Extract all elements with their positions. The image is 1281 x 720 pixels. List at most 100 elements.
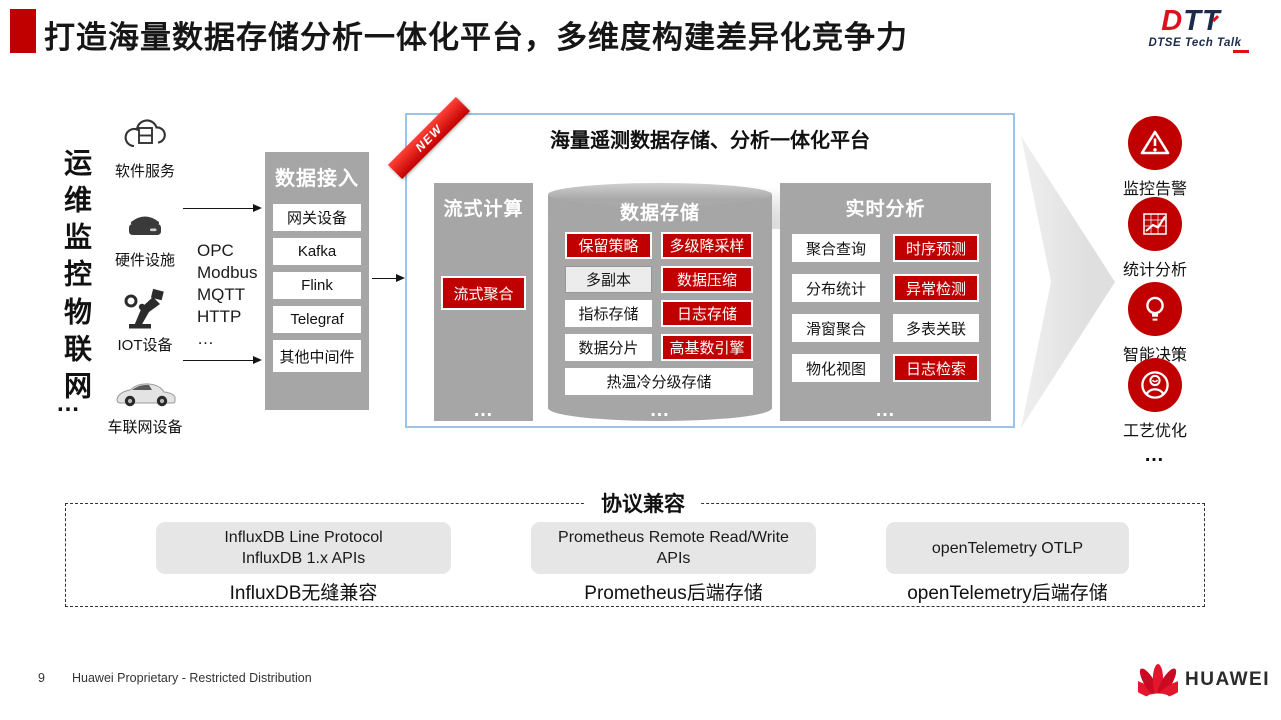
page-title: 打造海量数据存储分析一体化平台，多维度构建差异化竞争力: [44, 20, 908, 55]
analysis-panel: 实时分析 聚合查询 时序预测 分布统计 异常检测 滑窗聚合 多表关联 物化视图 …: [780, 183, 991, 421]
streaming-panel-title: 流式计算: [443, 199, 524, 220]
compatibility-title: 协议兼容: [585, 488, 701, 518]
capability-tag: 热温冷分级存储: [565, 368, 753, 395]
protocol-line: Prometheus Remote Read/Write: [558, 529, 789, 546]
compatibility-card-influxdb: InfluxDB Line Protocol InfluxDB 1.x APIs: [156, 522, 451, 574]
compatibility-card-opentelemetry: openTelemetry OTLP: [886, 522, 1129, 574]
huawei-wordmark: HUAWEI: [1185, 669, 1270, 690]
streaming-more: …: [473, 399, 494, 421]
dtt-logo-subtitle: DTSE Tech Talk: [1148, 37, 1242, 49]
source-item-label: IOT设备: [117, 337, 173, 354]
ingest-panel-title: 数据接入: [275, 168, 359, 190]
capability-tag: 高基数引擎: [661, 334, 753, 361]
protocol-item: …: [197, 329, 214, 348]
capability-tag: 日志检索: [893, 354, 979, 382]
compatibility-caption: Prometheus后端存储: [584, 583, 763, 604]
output-item-label: 统计分析: [1122, 262, 1187, 279]
source-item-car: 车联网设备: [95, 370, 195, 437]
compatibility-caption: InfluxDB无缝兼容: [229, 583, 378, 604]
output-item-process: 工艺优化: [1110, 358, 1200, 441]
source-group-iot-label: 物联网: [61, 297, 92, 408]
storage-more: …: [649, 399, 671, 421]
ingest-panel: 数据接入 网关设备 Kafka Flink Telegraf 其他中间件: [265, 152, 369, 410]
dtt-logo-d: D: [1161, 5, 1184, 37]
source-item-label: 硬件设施: [114, 252, 175, 269]
dtt-logo-text: DTT: [1135, 6, 1255, 36]
output-item-decision: 智能决策: [1110, 282, 1200, 365]
storage-panel-title: 数据存储: [619, 203, 700, 224]
ingest-item: Telegraf: [273, 306, 361, 333]
analysis-capability-grid: 聚合查询 时序预测 分布统计 异常检测 滑窗聚合 多表关联 物化视图 日志检索: [792, 234, 991, 382]
ingest-item: Flink: [273, 272, 361, 299]
ingest-items: 网关设备 Kafka Flink Telegraf 其他中间件: [265, 204, 369, 372]
protocol-line: APIs: [656, 550, 691, 567]
capability-tag: 多级降采样: [661, 232, 753, 259]
dtt-logo: DTT DTSE Tech Talk: [1135, 6, 1255, 53]
ingest-item: Kafka: [273, 238, 361, 265]
source-item-label: 软件服务: [114, 163, 175, 180]
footer-note: Huawei Proprietary - Restricted Distribu…: [72, 671, 312, 685]
compatibility-section: 协议兼容 InfluxDB Line Protocol InfluxDB 1.x…: [65, 488, 1205, 607]
protocol-item: HTTP: [197, 307, 242, 326]
source-item-label: 车联网设备: [107, 419, 183, 436]
arrow-ingest-to-platform: [372, 273, 405, 282]
huawei-logo: HUAWEI: [1138, 662, 1270, 698]
capability-tag: 物化视图: [792, 354, 880, 382]
protocol-item: Modbus: [197, 263, 258, 282]
capability-tag: 聚合查询: [792, 234, 880, 262]
capability-tag: 多表关联: [893, 314, 979, 342]
capability-tag: 日志存储: [661, 300, 753, 327]
capability-tag: 分布统计: [792, 274, 880, 302]
platform-panel: NEW 海量遥测数据存储、分析一体化平台 流式计算 流式聚合 … 数据存储 保留…: [387, 96, 1015, 428]
capability-tag: 保留策略: [565, 232, 652, 259]
output-item-statistics: 统计分析: [1110, 197, 1200, 280]
ingest-item: 网关设备: [273, 204, 361, 231]
capability-tag: 异常检测: [893, 274, 979, 302]
flow-chevron: [1021, 136, 1115, 428]
huawei-flower-icon: [1138, 664, 1178, 698]
dtt-logo-underline: [1233, 50, 1249, 53]
bulb-icon: [1128, 282, 1182, 336]
hardware-icon: [100, 203, 190, 247]
compatibility-caption: openTelemetry后端存储: [907, 583, 1108, 604]
output-item-label: 工艺优化: [1122, 423, 1187, 440]
title-accent-bar: [10, 9, 36, 53]
connected-car-icon: [95, 370, 195, 414]
capability-tag: 多副本: [565, 266, 652, 293]
source-item-hardware: 硬件设施: [100, 203, 190, 270]
capability-tag: 滑窗聚合: [792, 314, 880, 342]
outputs-more: …: [1144, 444, 1165, 466]
protocol-line: openTelemetry OTLP: [931, 539, 1084, 557]
alert-icon: [1128, 116, 1182, 170]
output-item-label: 智能决策: [1122, 347, 1187, 364]
protocol-item: OPC: [197, 241, 234, 260]
protocol-line: InfluxDB Line Protocol: [224, 529, 383, 546]
arrow-sources-to-ingest-top: [183, 203, 262, 212]
person-icon: [1128, 358, 1182, 412]
protocol-line: InfluxDB 1.x APIs: [241, 550, 366, 567]
ingest-protocol-list: OPC Modbus MQTT HTTP …: [197, 240, 257, 350]
storage-capability-grid: 保留策略 多级降采样 多副本 数据压缩 指标存储 日志存储 数据分片 高基数引擎…: [565, 232, 753, 395]
capability-tag: 流式聚合: [441, 276, 526, 310]
output-item-label: 监控告警: [1122, 181, 1187, 198]
platform-title: 海量遥测数据存储、分析一体化平台: [550, 130, 870, 152]
storage-cylinder-top: [548, 183, 772, 206]
cloud-service-icon: [100, 114, 190, 158]
capability-tag: 时序预测: [893, 234, 979, 262]
source-group-ops-label: 运维监控: [61, 148, 92, 296]
source-item-iot: IOT设备: [100, 288, 190, 355]
capability-tag: 指标存储: [565, 300, 652, 327]
streaming-panel: 流式计算 流式聚合 …: [434, 183, 533, 421]
source-item-software: 软件服务: [100, 114, 190, 181]
capability-tag: 数据分片: [565, 334, 652, 361]
chart-icon: [1128, 197, 1182, 251]
ingest-item: 其他中间件: [273, 340, 361, 372]
compatibility-card-prometheus: Prometheus Remote Read/Write APIs: [531, 522, 816, 574]
analysis-more: …: [875, 399, 896, 421]
output-item-alert: 监控告警: [1110, 116, 1200, 199]
arrow-sources-to-ingest-bottom: [183, 355, 262, 364]
storage-panel: 数据存储 保留策略 多级降采样 多副本 数据压缩 指标存储 日志存储 数据分片 …: [548, 183, 772, 421]
protocol-item: MQTT: [197, 285, 246, 304]
analysis-panel-title: 实时分析: [845, 199, 926, 220]
